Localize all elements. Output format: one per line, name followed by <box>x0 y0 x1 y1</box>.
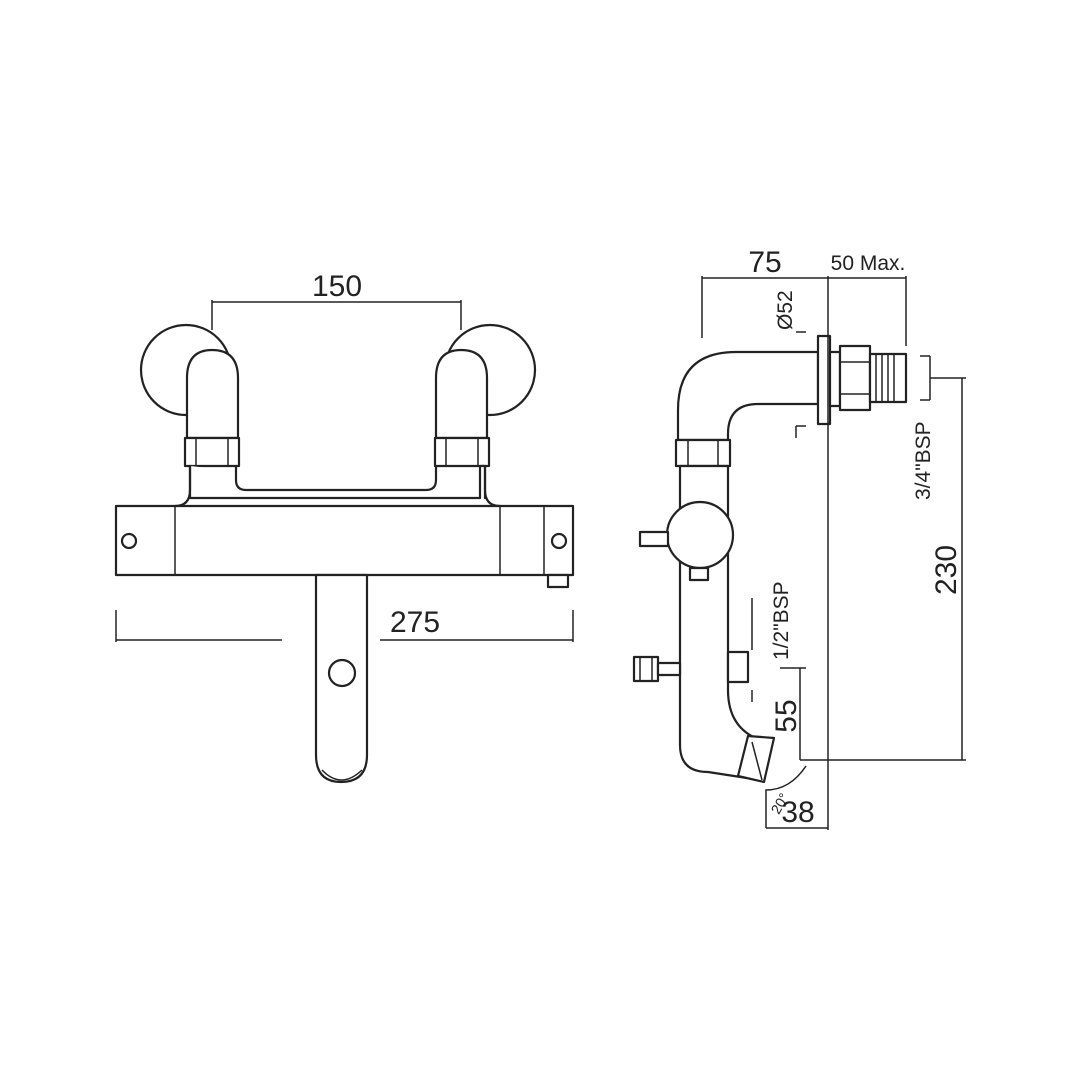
front-view: 150 275 <box>114 270 575 784</box>
right-screw-hole <box>550 532 568 550</box>
dim-height: 230 <box>930 545 963 595</box>
left-hex-nut <box>183 436 241 468</box>
mixer-body <box>114 504 575 577</box>
dim-spout-depth: 38 <box>781 796 814 829</box>
right-hex-nut <box>433 436 491 468</box>
side-inlet-nut <box>838 344 872 412</box>
dim-inlet-spacing: 150 <box>312 270 362 303</box>
side-view: 75 50 Max. Ø52 3/4"BSP 230 1/2"BSP 55 20… <box>632 246 966 830</box>
dim-projection: 75 <box>748 246 781 279</box>
dim-max-extension: 50 Max. <box>831 252 906 275</box>
left-elbow <box>185 348 240 440</box>
side-inlet-elbow <box>676 350 820 442</box>
left-screw-hole <box>120 532 138 550</box>
side-hex-nut <box>674 438 732 468</box>
side-diverter-knob <box>632 655 660 683</box>
outlet-thread-label: 1/2"BSP <box>770 581 793 660</box>
side-shower-outlet <box>726 650 750 684</box>
side-control-knob <box>665 500 735 570</box>
control-stub <box>546 573 570 589</box>
side-control-lever <box>638 530 670 548</box>
front-spout <box>314 573 369 784</box>
dim-spout-height: 55 <box>770 699 803 732</box>
spout-outlet-hole <box>327 658 357 688</box>
bridge-pipe <box>188 464 487 500</box>
right-elbow <box>434 348 489 440</box>
dim-overall-width: 275 <box>390 606 440 639</box>
inlet-thread-label: 3/4"BSP <box>912 421 935 500</box>
dim-wall-plate-dia: Ø52 <box>774 290 797 330</box>
